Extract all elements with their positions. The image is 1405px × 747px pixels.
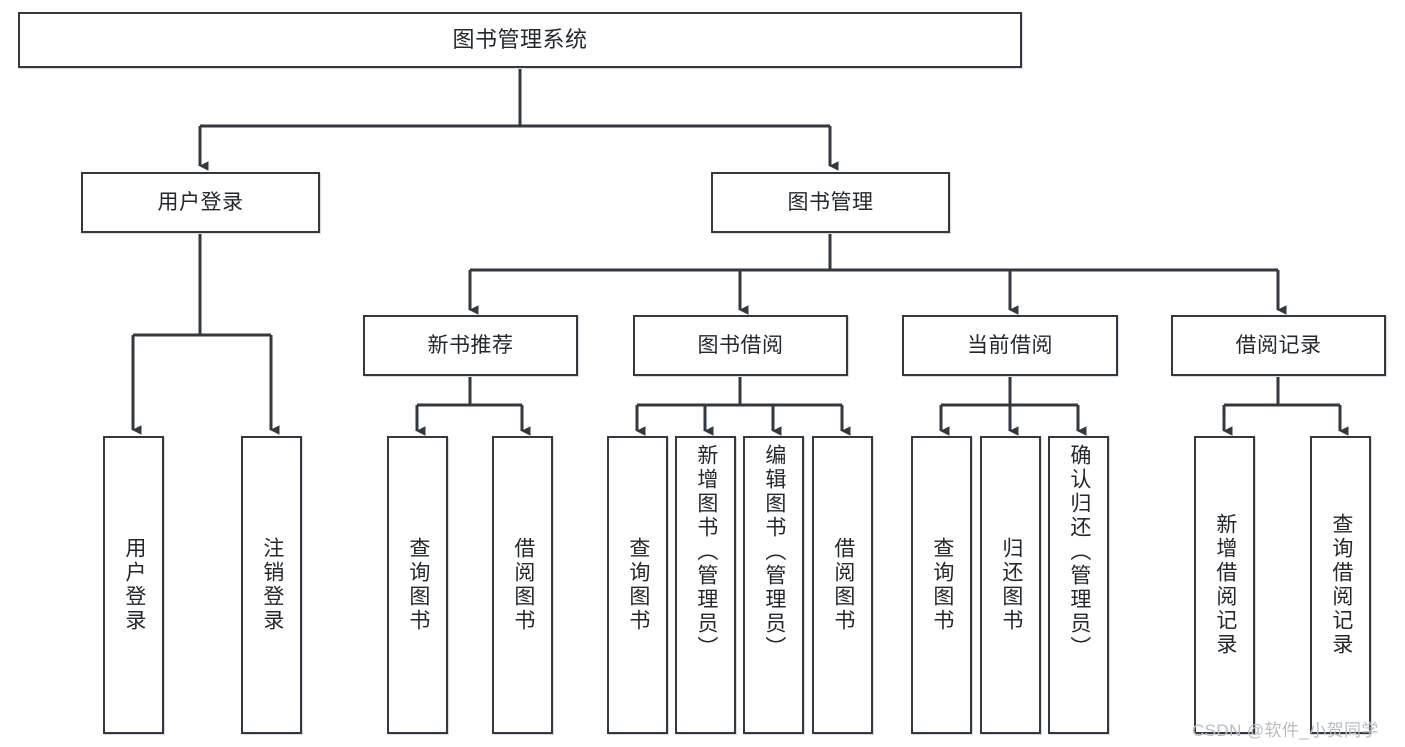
node-leaf-add-borrow-record[interactable]: 新增借阅记录: [1194, 436, 1255, 734]
node-borrow-record[interactable]: 借阅记录: [1171, 315, 1386, 376]
node-leaf-confirm-return-admin[interactable]: 确认归还（管理员）: [1048, 436, 1109, 734]
csdn-watermark: CSDN @软件_小贺同学: [1192, 721, 1379, 740]
node-current-borrow-label: 当前借阅: [967, 333, 1053, 357]
node-leaf-query-borrow-record[interactable]: 查询借阅记录: [1310, 436, 1371, 734]
node-leaf-query-book-current[interactable]: 查询图书: [911, 436, 972, 734]
node-book-borrow-label: 图书借阅: [697, 333, 784, 357]
node-leaf-user-login[interactable]: 用户登录: [103, 436, 164, 734]
node-book-borrow[interactable]: 图书借阅: [633, 315, 848, 376]
node-leaf-logout-label: 注销登录: [260, 537, 284, 633]
node-borrow-record-label: 借阅记录: [1235, 333, 1322, 357]
node-leaf-add-book-admin[interactable]: 新增图书（管理员）: [675, 436, 736, 734]
node-leaf-edit-book-admin-label: 编辑图书（管理员）: [762, 444, 786, 660]
node-root-system[interactable]: 图书管理系统: [18, 12, 1022, 68]
node-leaf-user-login-label: 用户登录: [122, 537, 146, 633]
node-leaf-add-book-admin-label: 新增图书（管理员）: [694, 444, 718, 660]
node-leaf-query-book-new[interactable]: 查询图书: [387, 436, 448, 734]
node-leaf-borrow-book-new-label: 借阅图书: [511, 537, 535, 633]
node-leaf-confirm-return-admin-label: 确认归还（管理员）: [1067, 444, 1091, 660]
node-current-borrow[interactable]: 当前借阅: [902, 315, 1118, 376]
node-user-login-label: 用户登录: [157, 190, 244, 214]
node-leaf-return-book[interactable]: 归还图书: [980, 436, 1041, 734]
node-root-system-label: 图书管理系统: [452, 26, 588, 52]
node-leaf-query-book-new-label: 查询图书: [406, 537, 430, 633]
node-leaf-query-book-borrow-label: 查询图书: [626, 537, 650, 633]
node-leaf-edit-book-admin[interactable]: 编辑图书（管理员）: [743, 436, 804, 734]
node-book-management[interactable]: 图书管理: [711, 172, 950, 233]
node-leaf-query-book-borrow[interactable]: 查询图书: [607, 436, 668, 734]
node-leaf-borrow-book-label: 借阅图书: [831, 537, 855, 633]
node-user-login[interactable]: 用户登录: [81, 172, 320, 233]
node-leaf-logout[interactable]: 注销登录: [241, 436, 302, 734]
node-leaf-return-book-label: 归还图书: [999, 537, 1023, 633]
node-new-book-recommend-label: 新书推荐: [427, 333, 514, 357]
node-leaf-borrow-book-new[interactable]: 借阅图书: [492, 436, 553, 734]
node-leaf-borrow-book[interactable]: 借阅图书: [812, 436, 873, 734]
node-new-book-recommend[interactable]: 新书推荐: [363, 315, 578, 376]
node-leaf-query-book-current-label: 查询图书: [930, 537, 954, 633]
node-leaf-query-borrow-record-label: 查询借阅记录: [1329, 513, 1353, 657]
node-leaf-add-borrow-record-label: 新增借阅记录: [1213, 513, 1237, 657]
node-book-management-label: 图书管理: [787, 190, 874, 214]
